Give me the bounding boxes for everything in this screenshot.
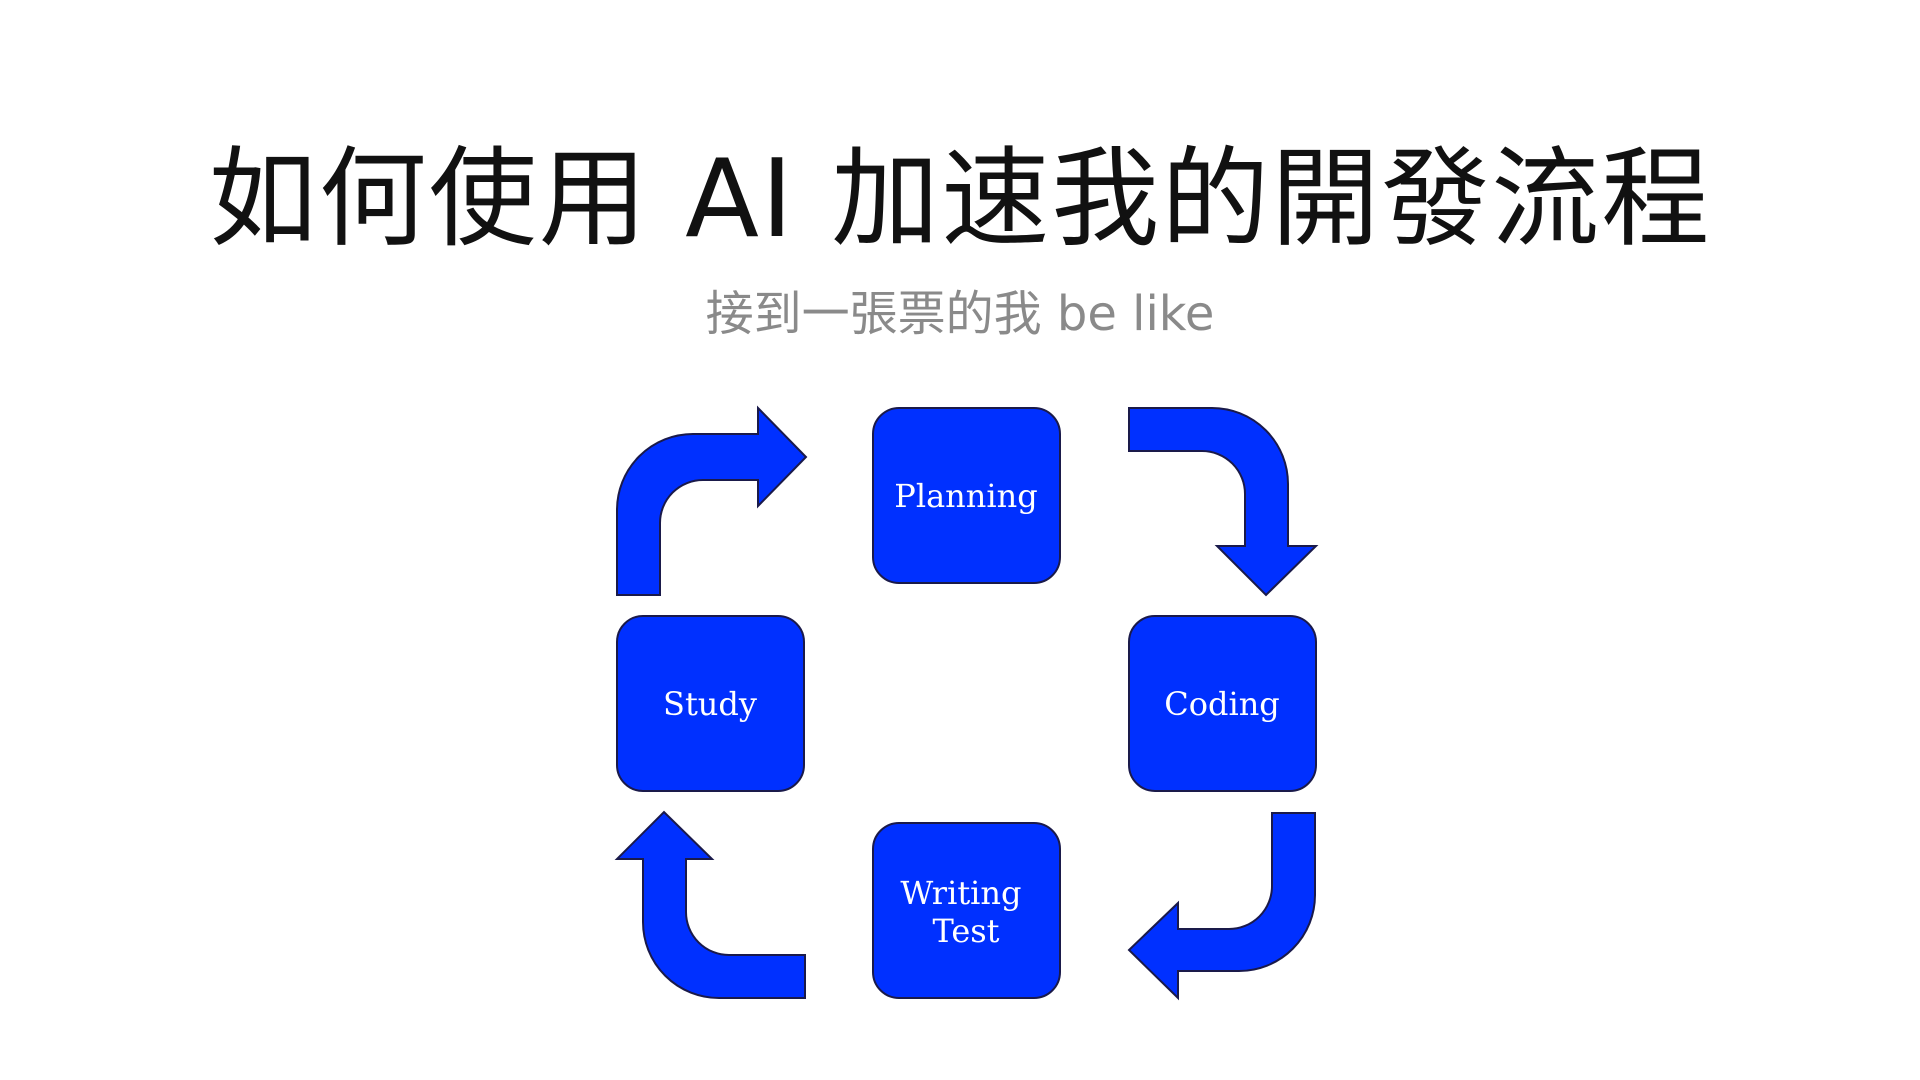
step-planning-box	[872, 407, 1061, 584]
arrow-study-to-planning	[616, 405, 808, 596]
step-study-box	[616, 615, 805, 792]
step-writing-test-box	[872, 822, 1061, 999]
step-coding-label: Coding	[1164, 685, 1280, 723]
step-writing-test-label: Writing Test	[900, 874, 1031, 950]
arrow-coding-to-writing-test	[1127, 812, 1316, 1001]
step-study-label: Study	[663, 685, 757, 723]
arrow-writing-test-to-study	[614, 810, 806, 999]
slide-subtitle: 接到一張票的我 be like	[705, 286, 1215, 342]
step-coding-box	[1128, 615, 1317, 792]
slide-title: 如何使用 AI 加速我的開發流程	[208, 137, 1712, 262]
step-planning-label: Planning	[894, 477, 1037, 515]
arrow-planning-to-coding	[1128, 407, 1319, 597]
